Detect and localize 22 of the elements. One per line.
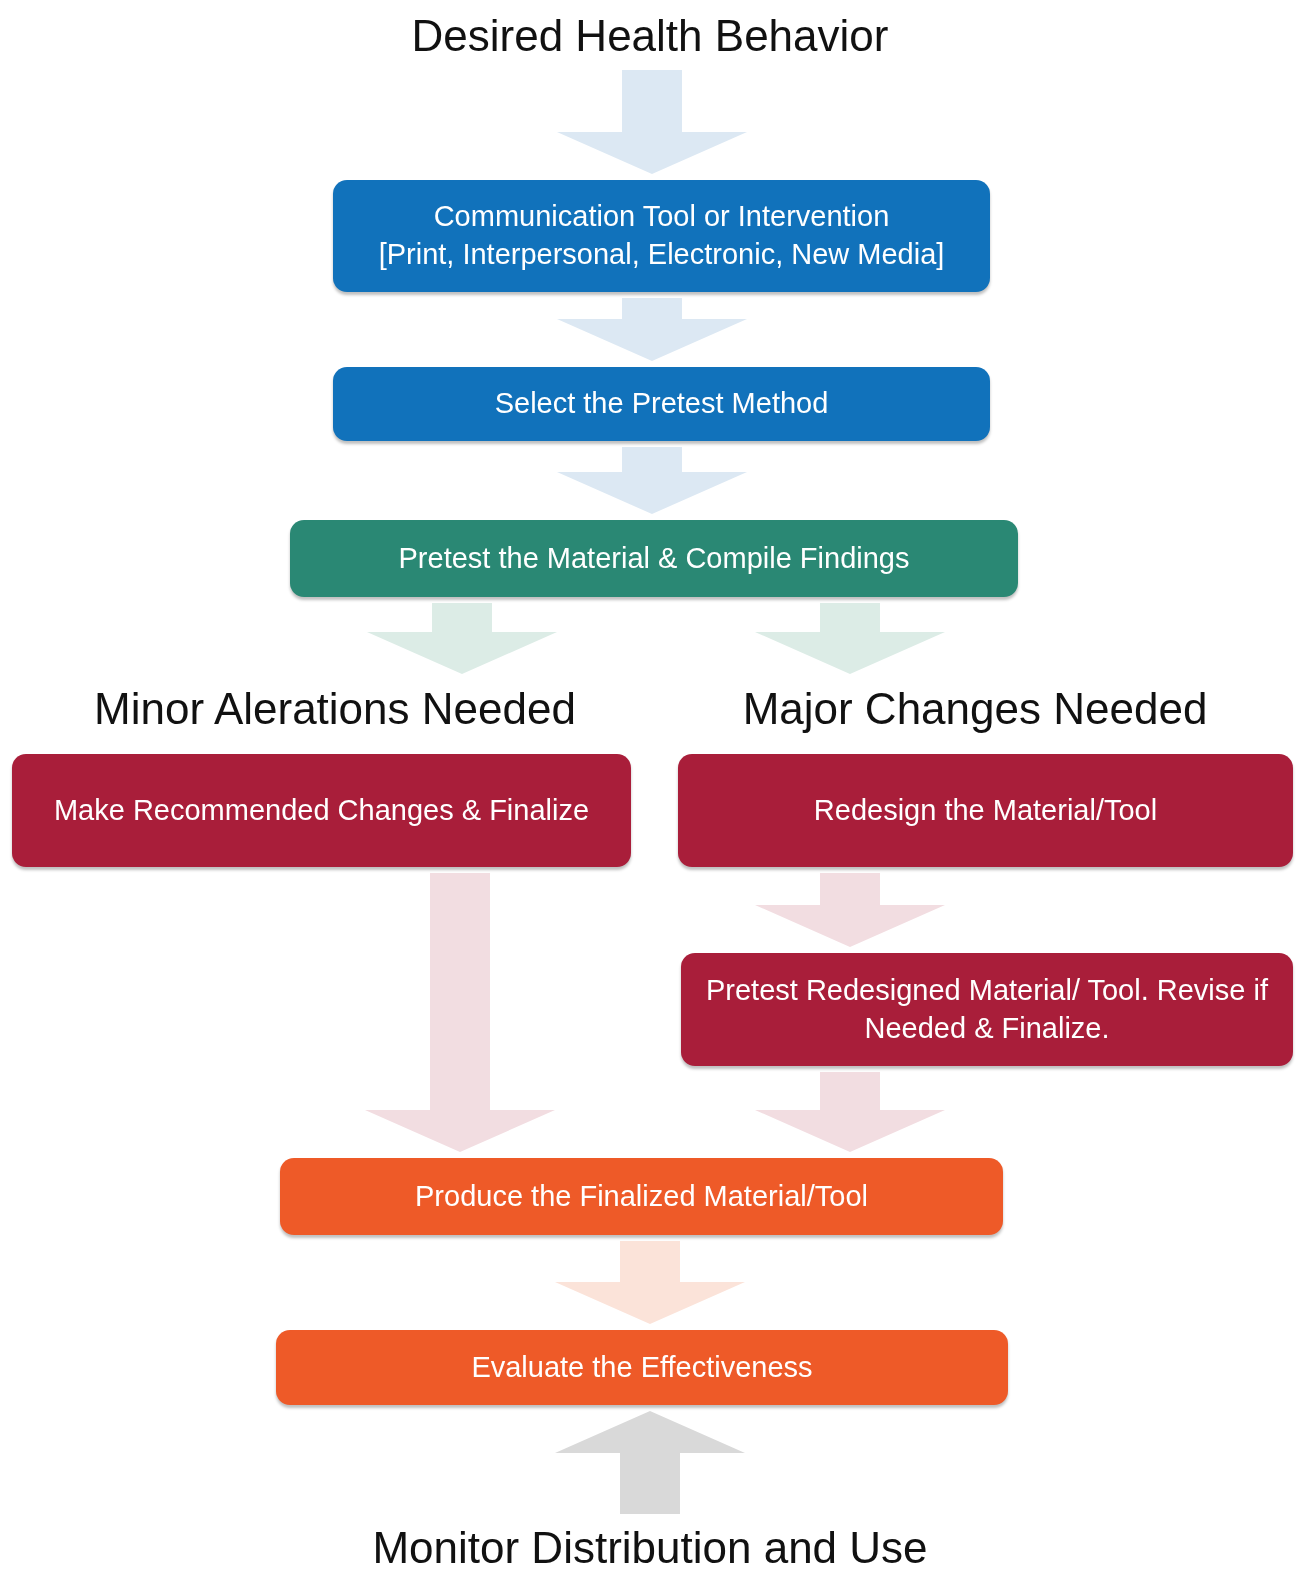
block-arrow [755,603,945,674]
heading-text: Monitor Distribution and Use [372,1523,928,1573]
block-arrow [557,298,747,361]
process-box: Make Recommended Changes & Finalize [12,754,631,867]
process-box: Communication Tool or Intervention [Print, Interpersonal, Electronic, New Media] [333,180,990,292]
block-arrow [555,1411,745,1514]
process-box: Pretest the Material & Compile Findings [290,520,1018,597]
process-box: Pretest Redesigned Material/ Tool. Revise if Needed & Finalize. [681,953,1293,1066]
block-arrow [365,873,555,1152]
process-box: Evaluate the Effectiveness [276,1330,1008,1405]
block-arrow [755,1072,945,1152]
block-arrow [557,447,747,514]
process-box: Redesign the Material/Tool [678,754,1293,867]
block-arrow [557,70,747,174]
block-arrow [555,1241,745,1324]
process-box: Select the Pretest Method [333,367,990,441]
block-arrow [367,603,557,674]
heading-text: Major Changes Needed [742,684,1208,734]
heading-text: Desired Health Behavior [411,11,889,61]
block-arrow [755,873,945,947]
heading-text: Minor Alerations Needed [94,684,576,734]
process-box: Produce the Finalized Material/Tool [280,1158,1003,1235]
